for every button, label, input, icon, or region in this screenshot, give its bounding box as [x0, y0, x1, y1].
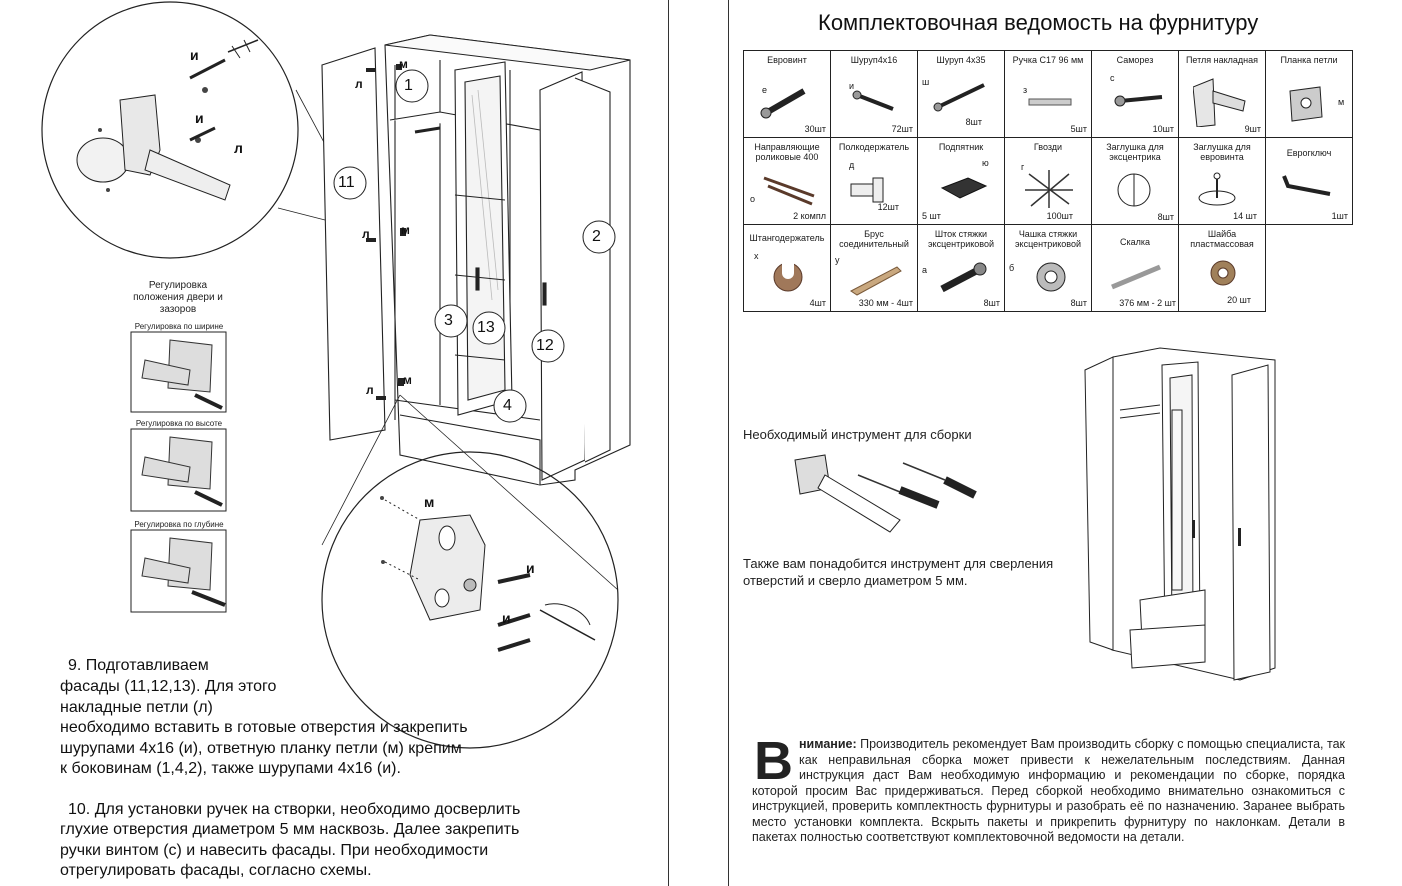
- hex-key-icon: [1282, 175, 1331, 196]
- hinge-icon: [1193, 78, 1246, 127]
- part-number-1: 1: [404, 77, 413, 94]
- mark-m: м: [401, 223, 410, 237]
- warning-head: нимание:: [799, 737, 857, 751]
- tool-note-line: Также вам понадобится инструмент для све…: [743, 556, 1054, 571]
- handle-icon: [1028, 98, 1072, 106]
- screw-icon: [497, 573, 531, 652]
- screw-icon: [1114, 95, 1163, 107]
- hw-cell: Заглушка для евровинта 14 шт: [1178, 137, 1266, 225]
- hinge-zoom-circle: [41, 1, 299, 259]
- mark-i: и: [195, 110, 204, 126]
- hinge-plate-icon: [409, 514, 486, 621]
- left-page: 1 11 2 3 13 12 4 и и л м л м л м л м и и…: [0, 0, 672, 886]
- mark-m: м: [399, 57, 408, 71]
- hw-cell: Еврогключ 1шт: [1265, 137, 1353, 225]
- mark-l: л: [362, 227, 370, 241]
- mark-i: и: [502, 610, 511, 626]
- adjust-width-label: Регулировка по ширине: [134, 322, 224, 331]
- hinge-plate-icon: [1289, 86, 1323, 122]
- cap-icon: [1117, 173, 1151, 207]
- screw-icon: [760, 88, 806, 119]
- tool-title: Необходимый инструмент для сборки: [743, 427, 972, 442]
- adjust-depth-label: Регулировка по глубине: [134, 520, 224, 529]
- screwdriver-icon: [857, 462, 977, 509]
- step10-line: ручки винтом (с) и навесить фасады. При …: [60, 842, 489, 859]
- step10-line: 10. Для установки ручек на створки, необ…: [68, 801, 521, 818]
- wardrobe-preview: [1084, 347, 1276, 681]
- nails-icon: [1025, 170, 1073, 208]
- screw-icon: [189, 58, 226, 80]
- mark-l: л: [234, 140, 243, 156]
- step9-line: шурупами 4х16 (и), ответную планку петли…: [60, 740, 462, 757]
- part-number-12: 12: [536, 337, 554, 354]
- cam-bolt-icon: [940, 262, 987, 293]
- screw-icon: [852, 90, 894, 111]
- foot-pad-icon: [940, 177, 988, 199]
- cap-icon: [1198, 172, 1236, 206]
- part-number-2: 2: [592, 228, 601, 245]
- rail-icon: [763, 176, 815, 206]
- cam-cup-icon: [1036, 262, 1066, 292]
- tool-note-line: отверстий и сверло диаметром 5 мм.: [743, 573, 968, 588]
- page-border: [668, 0, 669, 886]
- step9-line: к боковинам (1,4,2), также шурупами 4х16…: [60, 760, 401, 777]
- step9-line: необходимо вставить в готовые отверстия …: [60, 719, 468, 736]
- mark-m: м: [424, 494, 435, 510]
- hw-cell: Заглушка для эксцентрика 8шт: [1091, 137, 1179, 225]
- wardrobe-drawing: [321, 34, 631, 486]
- step9-line: фасады (11,12,13). Для этого: [60, 678, 277, 695]
- mark-l: л: [366, 383, 374, 397]
- step10-line: отрегулировать фасады, согласно схемы.: [60, 862, 372, 879]
- wardrobe-assembly-diagram: [41, 1, 631, 749]
- rod-icon: [1111, 264, 1161, 290]
- mark-i: и: [190, 47, 199, 63]
- mark-m: м: [403, 373, 412, 387]
- part-number-circles: [333, 69, 616, 423]
- page-title: Комплектовочная ведомость на фурнитуру: [818, 10, 1259, 35]
- rod-holder-icon: [773, 255, 803, 292]
- adjust-height-label: Регулировка по высоте: [135, 419, 223, 428]
- washer-icon: [1210, 260, 1236, 286]
- mark-l: л: [355, 77, 363, 91]
- mark-i: и: [526, 560, 535, 576]
- part-number-4: 4: [503, 397, 512, 414]
- hw-cell: Петля накладнаял 9шт: [1178, 50, 1266, 138]
- part-number-11: 11: [338, 174, 355, 191]
- step9-line: 9. Подготавливаем: [68, 657, 209, 674]
- part-number-3: 3: [444, 312, 453, 329]
- step10-line: глухие отверстия диаметром 5 мм насквозь…: [60, 821, 520, 838]
- warning-text: Производитель рекомендует Вам производит…: [752, 737, 1345, 844]
- hw-cell: Шайба пластмассовая 20 шт: [1178, 224, 1266, 312]
- step9-line: накладные петли (л): [60, 699, 213, 716]
- screw-icon: [933, 83, 985, 112]
- bar-icon: [850, 266, 902, 296]
- shelf-pin-icon: [850, 177, 884, 203]
- hammer-icon: [794, 454, 901, 533]
- warning-dropcap: В: [754, 731, 793, 791]
- adjust-title: Регулировка положения двери и зазоров: [133, 280, 223, 315]
- part-number-13: 13: [477, 319, 495, 336]
- hw-cell: Скалка 376 мм - 2 шт: [1091, 224, 1179, 312]
- screw-icon: [189, 126, 216, 142]
- page-border: [728, 0, 729, 886]
- plate-zoom-circle: [321, 451, 619, 749]
